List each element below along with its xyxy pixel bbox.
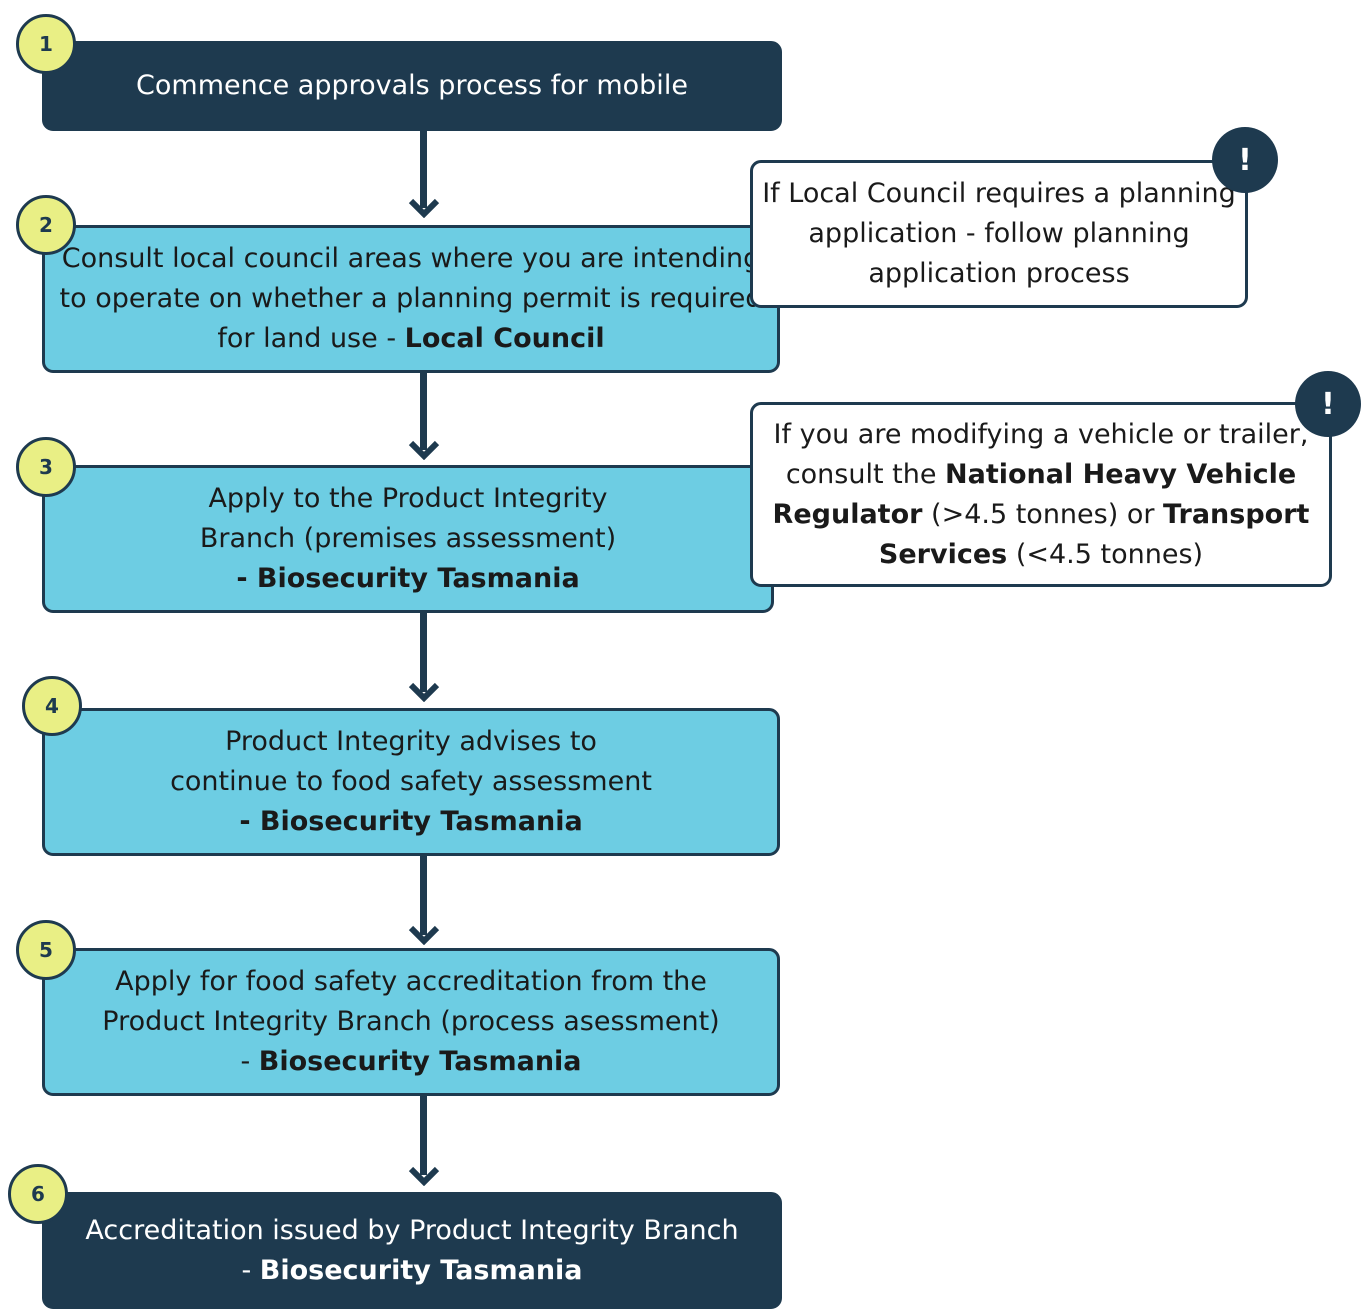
connector-3-4 [420, 612, 427, 692]
note-vehicle-modification: If you are modifying a vehicle or traile… [750, 402, 1332, 587]
step-3-badge: 3 [16, 437, 76, 497]
step-6-box: Accreditation issued by Product Integrit… [42, 1192, 782, 1309]
step-2-org: Local Council [404, 323, 605, 354]
arrow-down-icon [408, 925, 440, 945]
arrow-down-icon [408, 440, 440, 460]
connector-1-2 [420, 128, 427, 208]
step-4-badge: 4 [22, 676, 82, 736]
arrow-down-icon [408, 198, 440, 218]
step-1-badge: 1 [16, 14, 76, 74]
note-1-text: If Local Council requires a planning app… [762, 178, 1236, 289]
step-4-text: Product Integrity advises to continue to… [170, 726, 652, 797]
step-6-org: Biosecurity Tasmania [259, 1254, 583, 1286]
arrow-down-icon [408, 1166, 440, 1186]
step-3-box: Apply to the Product Integrity Branch (p… [42, 465, 774, 613]
step-5-org: Biosecurity Tasmania [258, 1046, 582, 1077]
note-2-nhvr: National Heavy Vehicle Regulator [772, 458, 1297, 530]
step-3-text: Apply to the Product Integrity Branch (p… [199, 483, 617, 554]
note-2-text-1: If you are modifying a vehicle or traile… [773, 418, 1309, 490]
arrow-down-icon [408, 682, 440, 702]
step-1-box: Commence approvals process for mobile [42, 41, 782, 131]
note-planning-application: If Local Council requires a planning app… [750, 160, 1248, 308]
connector-2-3 [420, 370, 427, 450]
step-4-box: Product Integrity advises to continue to… [42, 708, 780, 856]
exclamation-icon: ! [1212, 127, 1278, 193]
step-3-org: - Biosecurity Tasmania [236, 563, 580, 594]
note-2-text-3: (<4.5 tonnes) [1007, 538, 1204, 570]
step-2-text: Consult local council areas where you ar… [59, 243, 763, 354]
step-5-badge: 5 [16, 920, 76, 980]
step-2-badge: 2 [16, 195, 76, 255]
connector-4-5 [420, 855, 427, 935]
step-4-org: - Biosecurity Tasmania [239, 806, 583, 837]
step-2-box: Consult local council areas where you ar… [42, 225, 780, 373]
connector-5-6 [420, 1095, 427, 1175]
step-1-text: Commence approvals process for mobile [136, 70, 688, 101]
step-6-badge: 6 [8, 1164, 68, 1224]
step-5-box: Apply for food safety accreditation from… [42, 948, 780, 1096]
note-2-text-2: (>4.5 tonnes) or [922, 498, 1164, 530]
step-6-text: Accreditation issued by Product Integrit… [85, 1214, 739, 1286]
exclamation-icon: ! [1295, 371, 1361, 437]
step-5-text: Apply for food safety accreditation from… [102, 966, 720, 1077]
note-2-transport-services: Transport Services [878, 498, 1310, 570]
